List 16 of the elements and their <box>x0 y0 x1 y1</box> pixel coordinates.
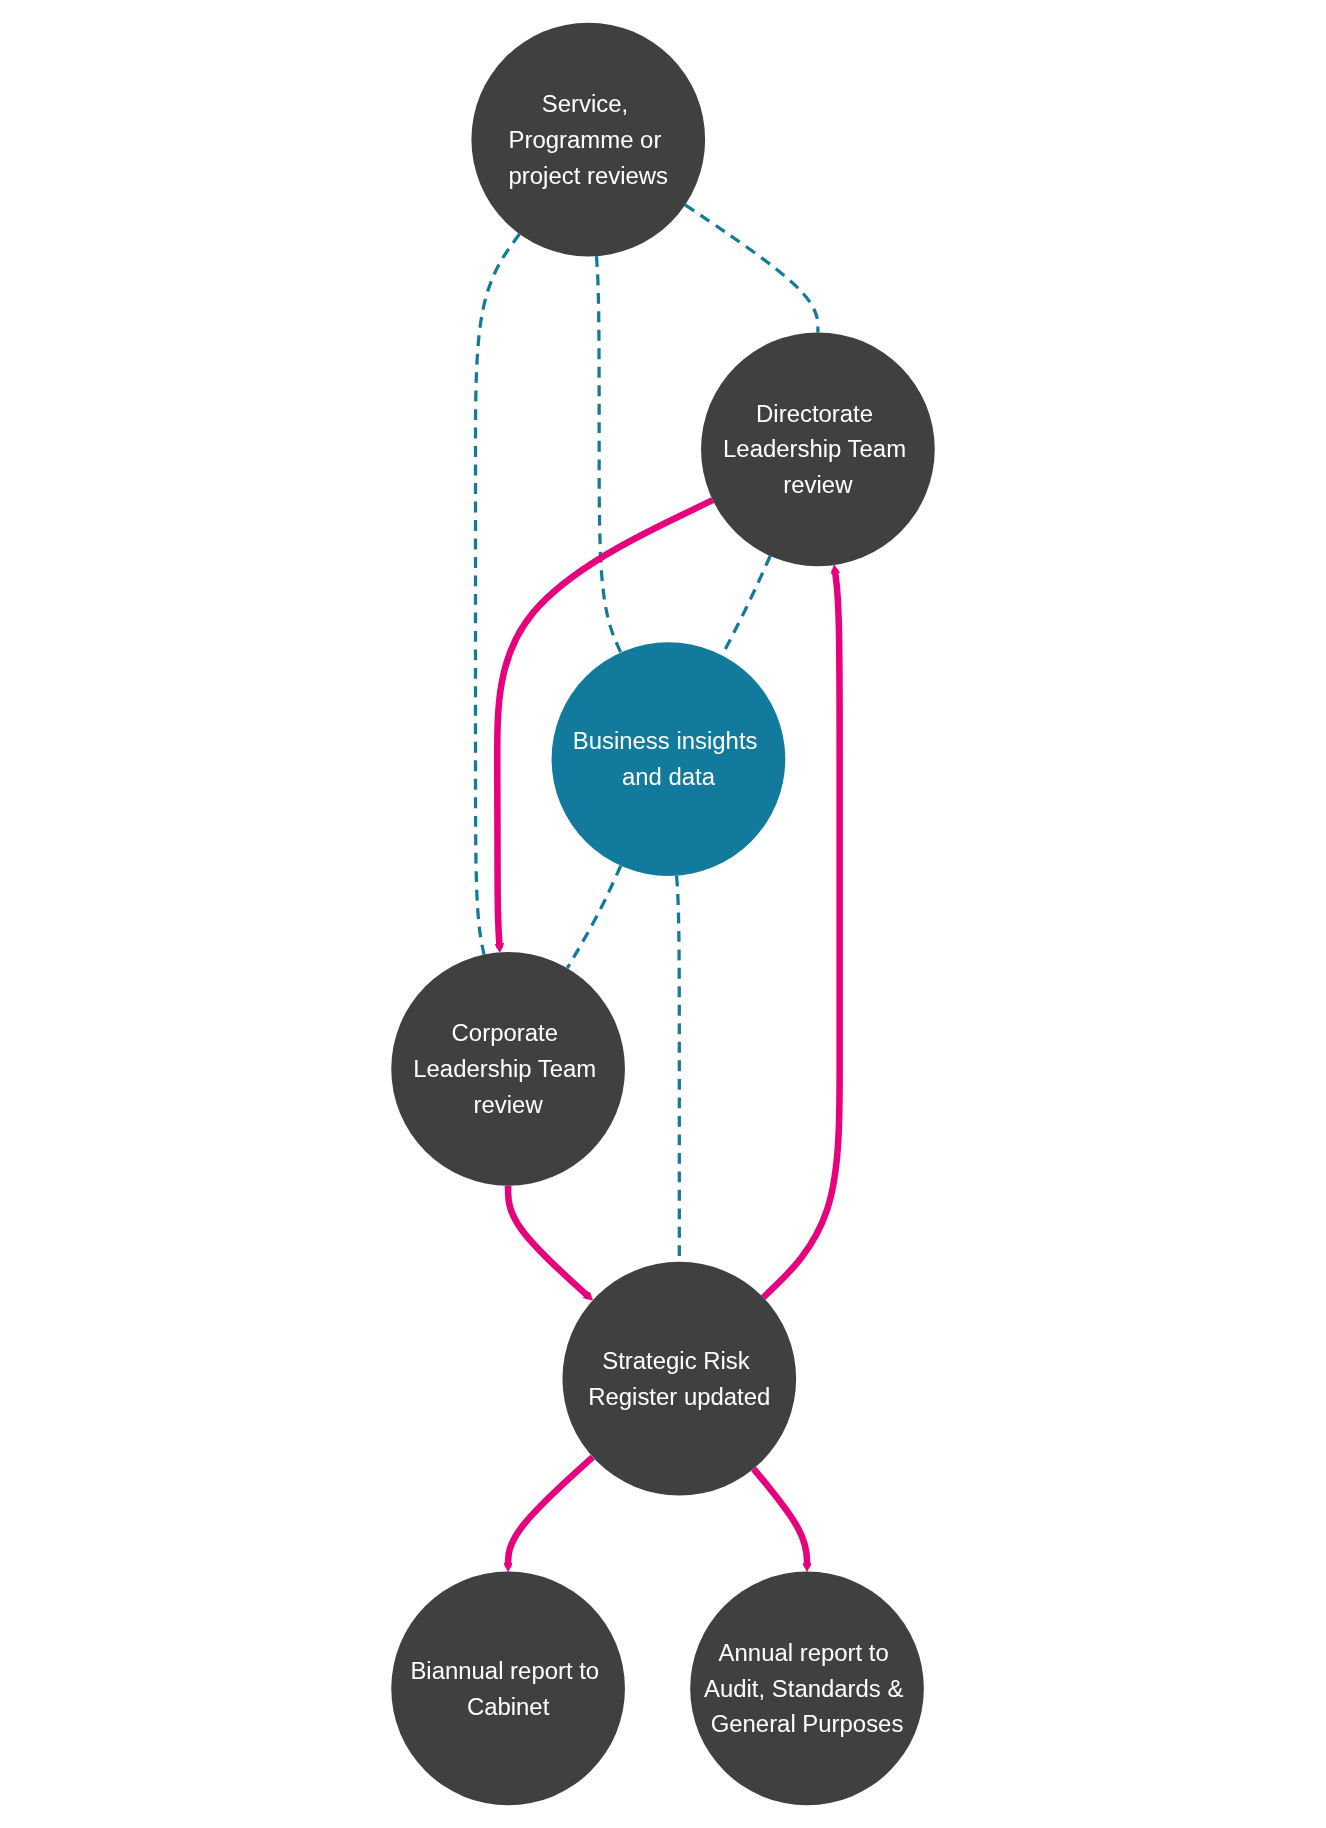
connector <box>684 203 820 333</box>
node-circle: Biannual report to Cabinet <box>391 1571 625 1806</box>
node-circle: Strategic Risk Register updated <box>562 1261 797 1496</box>
arrow <box>751 1466 812 1573</box>
arrow <box>504 1185 594 1301</box>
arrow <box>761 564 843 1300</box>
connector <box>473 233 521 955</box>
node-circle: Service, Programme or project reviews <box>471 22 706 257</box>
arrow <box>494 497 715 953</box>
node-circle: Business insights and data <box>551 642 786 876</box>
arrow <box>503 1454 595 1573</box>
connector <box>565 865 623 969</box>
node-circle: Annual report to Audit, Standards & General Purposes <box>690 1571 924 1806</box>
node-circle: Directorate Leadership Team review <box>701 332 935 567</box>
connector <box>594 256 623 654</box>
node-circle: Corporate Leadership Team review <box>391 952 625 1186</box>
